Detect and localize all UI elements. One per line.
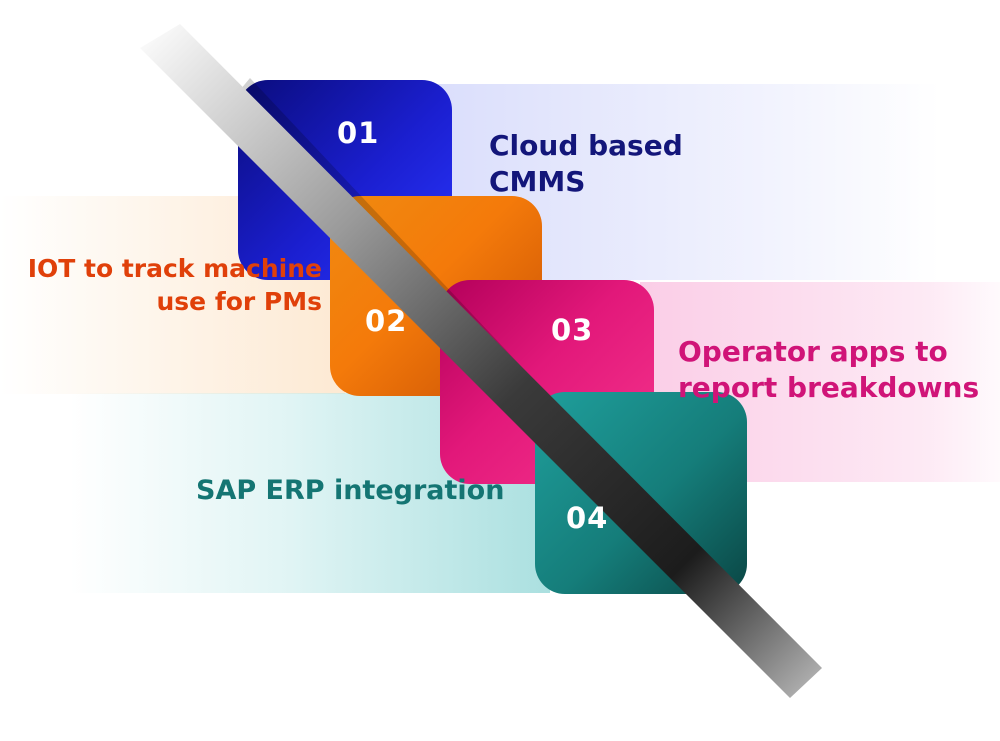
step-04-tile <box>535 392 747 594</box>
step-01-number: 01 <box>337 116 380 150</box>
step-03-label-line-1: Operator apps to <box>678 335 948 368</box>
step-03-label-line-2: report breakdowns <box>678 371 980 404</box>
step-01-label: Cloud based CMMS <box>489 128 683 200</box>
step-04-label: SAP ERP integration <box>196 473 504 509</box>
step-01-label-line-1: Cloud based <box>489 129 683 162</box>
step-02-number: 02 <box>365 304 408 338</box>
step-01-label-line-2: CMMS <box>489 165 586 198</box>
step-02-label-line-1: IOT to track machine <box>27 254 322 283</box>
step-03-number: 03 <box>551 313 594 347</box>
step-03-label: Operator apps to report breakdowns <box>678 334 979 406</box>
step-02-label-line-2: use for PMs <box>156 287 322 316</box>
step-04-number: 04 <box>566 501 609 535</box>
step-04-label-line-1: SAP ERP integration <box>196 475 505 506</box>
step-02-label: IOT to track machine use for PMs <box>28 252 322 318</box>
